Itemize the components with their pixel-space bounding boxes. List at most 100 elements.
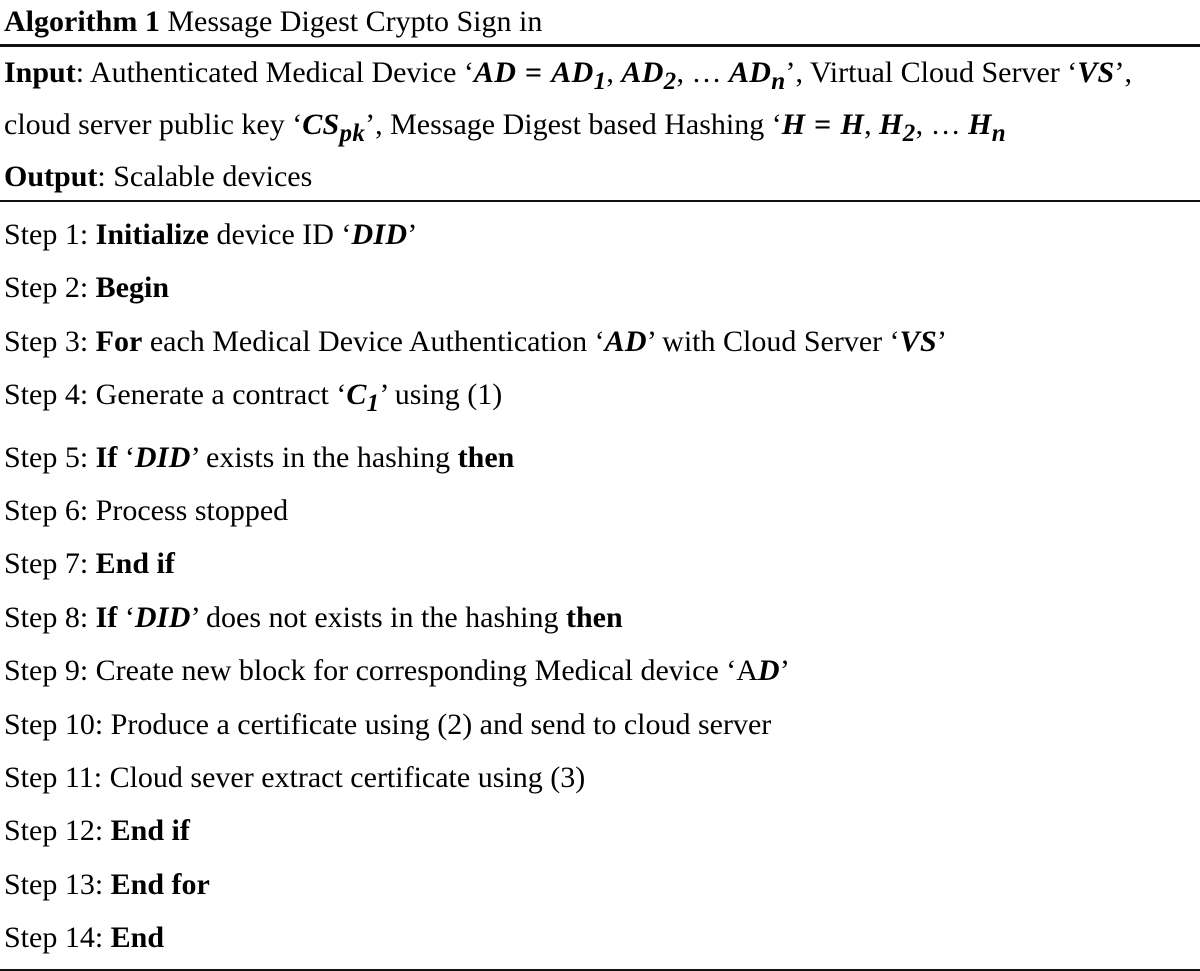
- step-number: Step 7:: [4, 547, 89, 581]
- algorithm-title: Algorithm 1 Message Digest Crypto Sign i…: [0, 0, 1200, 44]
- step-line: Step 14: End: [4, 911, 1196, 964]
- step-number: Step 8:: [4, 600, 89, 634]
- step-number: Step 11:: [4, 761, 103, 795]
- output-line: Output: Scalable devices: [4, 155, 1196, 198]
- algorithm-title-text: Message Digest Crypto Sign in: [167, 5, 543, 38]
- step-segment: End: [103, 921, 165, 955]
- input-line-1-text-b: ’, Virtual Cloud Server ‘: [785, 56, 1078, 89]
- var-hn-sub: n: [991, 120, 1006, 147]
- rule-bottom: [0, 968, 1200, 971]
- step-number: Step 14:: [4, 921, 104, 955]
- step-segment: 1: [366, 390, 380, 418]
- rule-top: [0, 44, 1200, 47]
- step-segment: D: [757, 654, 780, 688]
- step-line: Step 5: If ‘DID’ exists in the hashing t…: [4, 431, 1196, 484]
- step-segment: ’ exists in the hashing: [190, 440, 458, 474]
- step-line: Step 9: Create new block for correspondi…: [4, 644, 1196, 697]
- var-ad2: AD: [621, 56, 664, 89]
- step-number: Step 5:: [4, 440, 89, 474]
- step-line: Step 13: End for: [4, 858, 1196, 911]
- step-segment: End if: [88, 547, 175, 581]
- step-number: Step 4:: [4, 378, 89, 412]
- step-segment: Begin: [88, 271, 170, 305]
- step-segment: ’ does not exists in the hashing: [190, 600, 566, 634]
- step-segment: ‘: [117, 600, 135, 634]
- step-number: Step 1:: [4, 218, 89, 251]
- var-hn: H: [968, 108, 992, 141]
- step-segment: End if: [103, 814, 190, 848]
- step-segment: Cloud sever extract certificate using (3…: [102, 761, 586, 795]
- var-cs: CS: [302, 108, 340, 141]
- step-segment: DID: [134, 440, 191, 474]
- step-segment: End for: [103, 867, 210, 901]
- algorithm-label: Algorithm 1: [4, 5, 160, 38]
- step-segment: ’: [936, 324, 947, 358]
- var-h2: H: [879, 108, 903, 141]
- step-segment: ’ with Cloud Server ‘: [646, 324, 900, 358]
- sep-2: , …: [676, 56, 729, 89]
- step-segment: ‘: [117, 440, 135, 474]
- step-segment: each Medical Device Authentication ‘: [142, 324, 605, 358]
- input-line-1-text-a: : Authenticated Medical Device ‘: [75, 56, 474, 89]
- step-line: Step 12: End if: [4, 804, 1196, 857]
- step-segment: Produce a certificate using (2) and send…: [103, 707, 772, 741]
- step-number: Step 9:: [4, 654, 89, 688]
- step-segment: then: [565, 600, 623, 634]
- step-segment: DID: [134, 600, 191, 634]
- var-ad1-sub: 1: [593, 68, 607, 95]
- step-number: Step 13:: [4, 867, 104, 901]
- var-vs: VS: [1077, 56, 1115, 89]
- step-segment: If: [88, 600, 118, 634]
- step-number: Step 10:: [4, 707, 104, 741]
- input-line-1: Input: Authenticated Medical Device ‘AD …: [4, 51, 1196, 103]
- step-line: Step 1: Initialize device ID ‘DID’: [4, 208, 1196, 261]
- step-line: Step 4: Generate a contract ‘C1’ using (…: [4, 368, 1196, 430]
- rule-middle: [0, 200, 1200, 202]
- step-segment: ’: [407, 218, 418, 251]
- step-segment: ’ using (1): [379, 378, 503, 412]
- step-segment: If: [88, 440, 118, 474]
- step-line: Step 6: Process stopped: [4, 484, 1196, 537]
- sep-3: ,: [864, 108, 880, 141]
- step-line: Step 8: If ‘DID’ does not exists in the …: [4, 591, 1196, 644]
- output-text: : Scalable devices: [97, 160, 313, 193]
- step-number: Step 3:: [4, 324, 89, 358]
- step-segment: then: [457, 440, 515, 474]
- var-ad1: AD: [551, 56, 594, 89]
- output-label: Output: [4, 160, 98, 193]
- step-segment: C: [346, 378, 367, 412]
- step-line: Step 11: Cloud sever extract certificate…: [4, 751, 1196, 804]
- step-segment: Generate a contract ‘: [88, 378, 347, 412]
- input-line-2: cloud server public key ‘CSpk’, Message …: [4, 103, 1196, 155]
- io-section: Input: Authenticated Medical Device ‘AD …: [0, 47, 1200, 200]
- step-segment: For: [88, 324, 143, 358]
- step-line: Step 10: Produce a certificate using (2)…: [4, 698, 1196, 751]
- sep-1: ,: [606, 56, 622, 89]
- step-line: Step 3: For each Medical Device Authenti…: [4, 315, 1196, 368]
- step-segment: ’: [779, 654, 790, 688]
- step-segment: Create new block for corresponding Medic…: [88, 654, 758, 688]
- step-line: Step 7: End if: [4, 537, 1196, 590]
- steps-section: Step 1: Initialize device ID ‘DID’Step 2…: [0, 202, 1200, 969]
- step-segment: AD: [604, 324, 647, 358]
- sep-4: , …: [915, 108, 969, 141]
- input-h-equals: =: [805, 108, 841, 141]
- var-adn: AD: [728, 56, 772, 89]
- step-line: Step 2: Begin: [4, 261, 1196, 314]
- step-segment: device ID ‘: [209, 218, 352, 251]
- step-segment: DID: [351, 218, 408, 251]
- step-segment: Process stopped: [88, 494, 289, 528]
- var-adn-sub: n: [771, 68, 786, 95]
- var-ad2-sub: 2: [663, 68, 677, 95]
- input-equals: =: [516, 56, 552, 89]
- input-line-1-text-c: ’,: [1114, 56, 1133, 89]
- input-label: Input: [4, 56, 76, 89]
- var-h: H: [781, 108, 806, 141]
- step-number: Step 2:: [4, 271, 89, 305]
- var-ad: AD: [473, 56, 517, 89]
- input-line-2-text-b: ’, Message Digest based Hashing ‘: [365, 108, 782, 141]
- var-cs-sub: pk: [339, 120, 366, 147]
- var-h2-sub: 2: [902, 120, 916, 147]
- step-number: Step 12:: [4, 814, 104, 848]
